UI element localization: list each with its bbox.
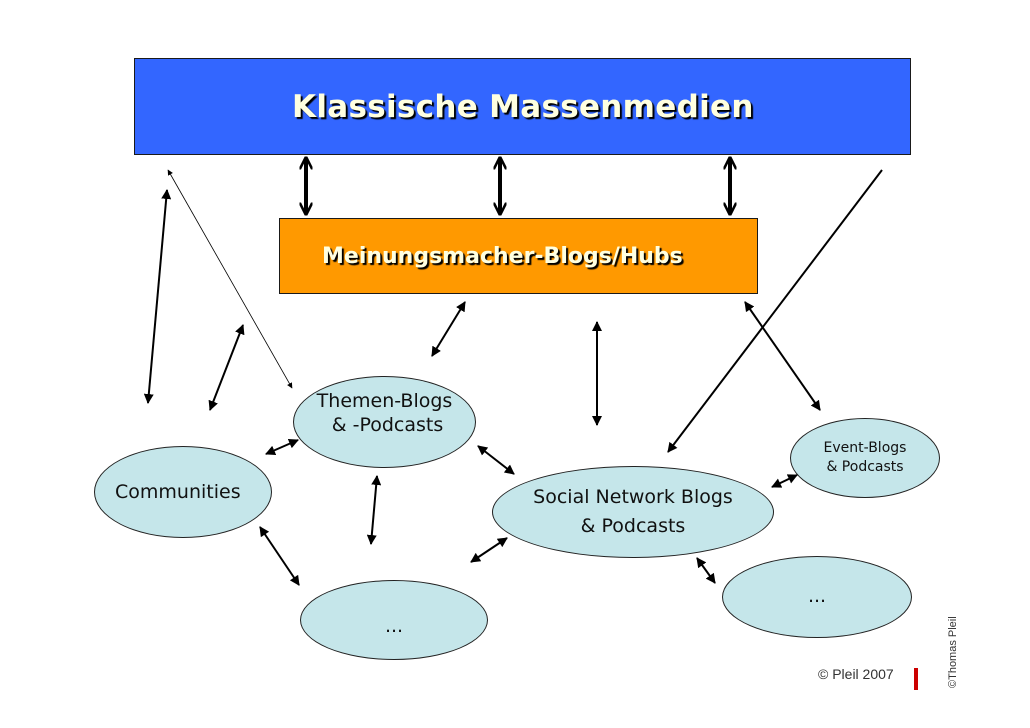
arrow-themen-social (477, 445, 515, 475)
vertical-credit-text: ©Thomas Pleil (947, 616, 959, 688)
themen-blogs-node: Themen-Blogs & -Podcasts (293, 376, 476, 468)
event-blogs-node: Event-Blogs & Podcasts (790, 418, 940, 498)
communities-node: Communities (94, 446, 272, 538)
arrow-top-to-themen-thin (167, 169, 293, 389)
arrow-top-to-social (667, 169, 883, 453)
arrow-top-to-communities (143, 189, 172, 404)
arrow-dots-social (470, 537, 508, 563)
social-network-blogs-node: Social Network Blogs & Podcasts (492, 466, 774, 558)
klassische-massenmedien-label: Klassische Massenmedien (292, 88, 754, 125)
copyright-text: © Pleil 2007 (818, 666, 894, 682)
meinungsmacher-hubs-label: Meinungsmacher-Blogs/Hubs (322, 243, 683, 269)
ellipsis-node-right: ... (722, 556, 912, 638)
red-accent-bar (914, 668, 918, 690)
arrow-communities-dots (259, 526, 300, 586)
arrow-themen-dots (366, 475, 382, 545)
ellipsis-node-left: ... (300, 580, 488, 660)
meinungsmacher-hubs-box: Meinungsmacher-Blogs/Hubs (279, 218, 758, 294)
arrow-social-event (771, 474, 798, 488)
arrow-social-dots (696, 557, 716, 584)
arrow-communities-themen (265, 439, 299, 455)
arrow-left-short (208, 324, 245, 411)
arrow-hubs-event (744, 301, 821, 411)
klassische-massenmedien-box: Klassische Massenmedien (134, 58, 911, 155)
arrow-hubs-themen (431, 301, 466, 357)
